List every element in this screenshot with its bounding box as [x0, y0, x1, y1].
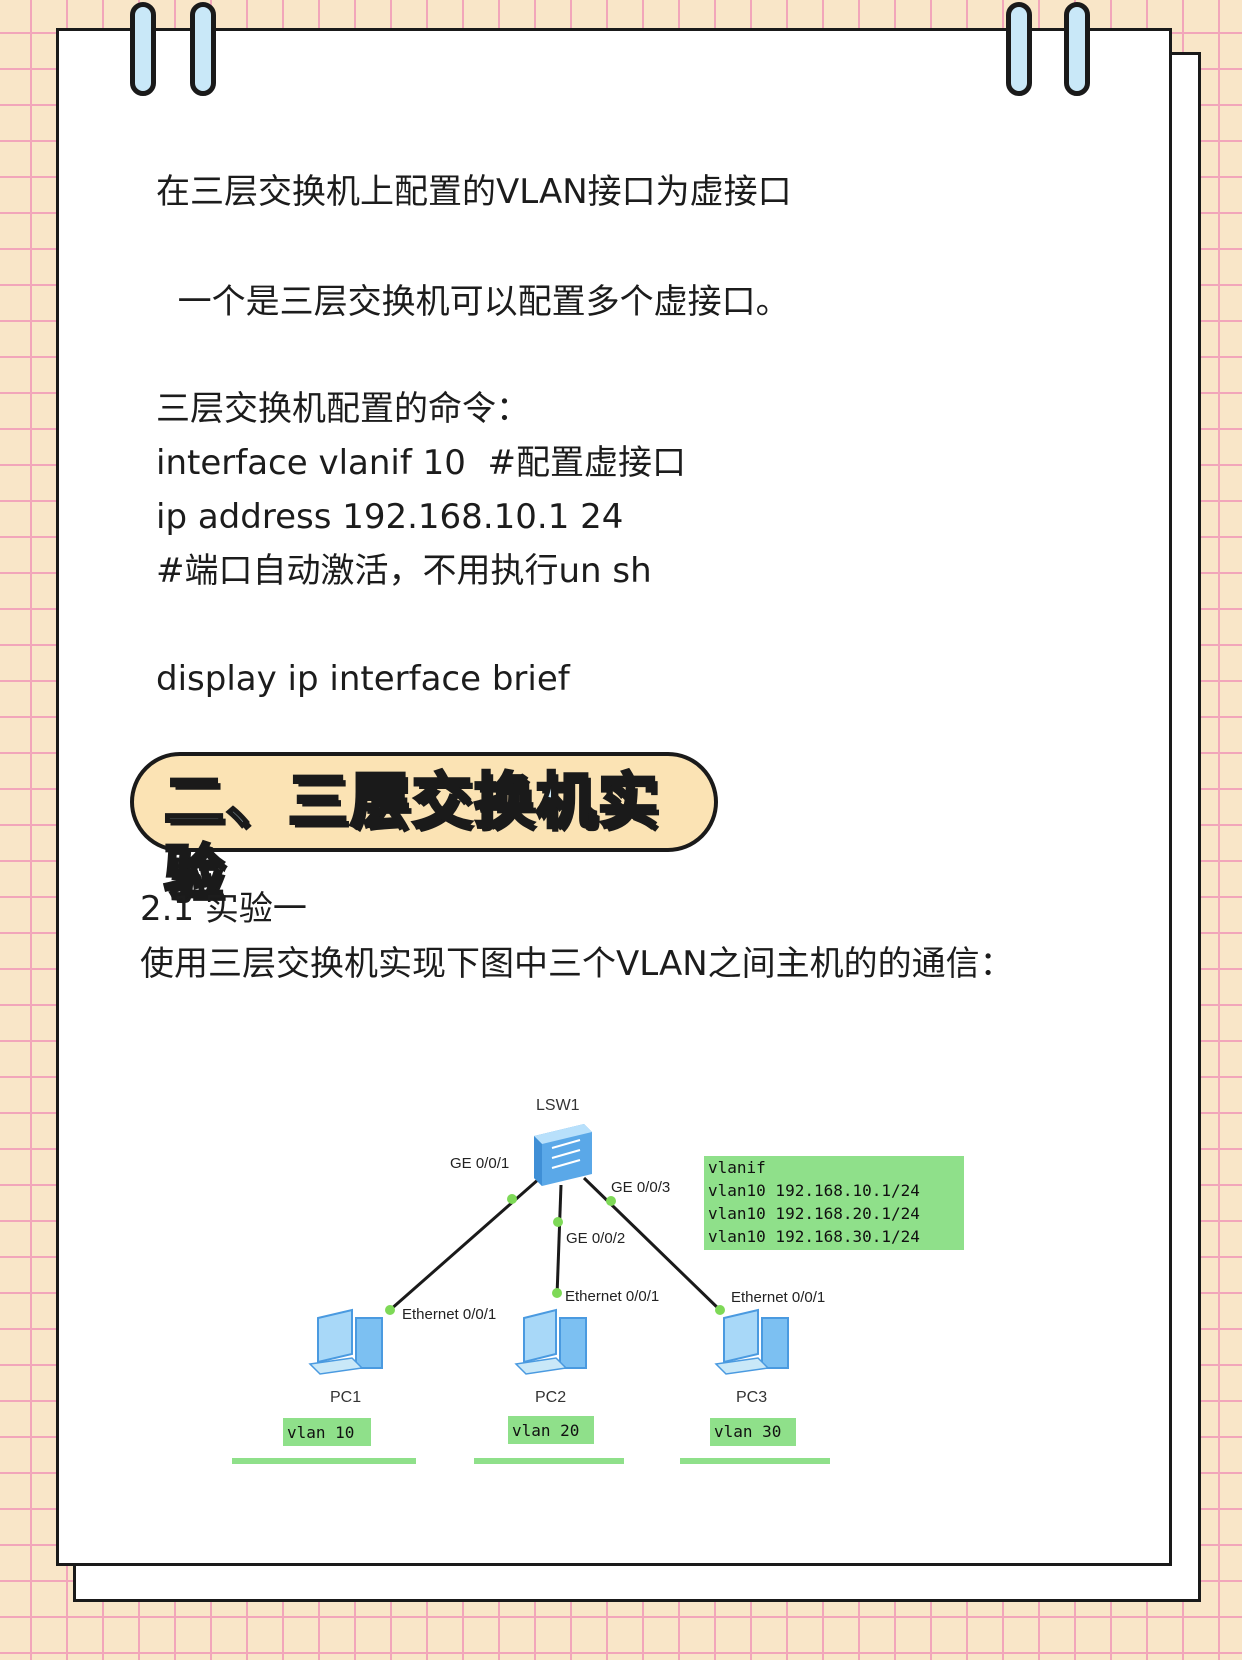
text-line-6: #端口自动激活，不用执行un sh: [156, 551, 652, 591]
computer-icon-pc2: [514, 1308, 587, 1375]
pc2-name: PC2: [535, 1389, 566, 1406]
subsection-description: 使用三层交换机实现下图中三个VLAN之间主机的的通信：: [140, 944, 1014, 984]
link-dot: [606, 1196, 616, 1206]
switch-port-2: GE 0/0/2: [566, 1230, 625, 1247]
text-line-1: 在三层交换机上配置的VLAN接口为虚接口: [156, 172, 792, 212]
binder-ring-2: [190, 2, 216, 96]
pc1-port: Ethernet 0/0/1: [402, 1306, 496, 1323]
pc3-name: PC3: [736, 1389, 767, 1406]
text-line-7: display ip interface brief: [156, 659, 570, 699]
pc1-ip-label-cropped: [232, 1458, 416, 1464]
pc2-vlan: vlan 20: [512, 1421, 579, 1440]
link-dot: [553, 1217, 563, 1227]
vlanif-config-box: [704, 1156, 964, 1250]
switch-port-3: GE 0/0/3: [611, 1179, 670, 1196]
switch-icon: [534, 1124, 592, 1186]
switch-name: LSW1: [536, 1097, 580, 1114]
link-pc1: [389, 1176, 541, 1312]
pc2-vlan-label: [508, 1416, 594, 1444]
pc3-vlan: vlan 30: [714, 1422, 781, 1441]
link-dot: [715, 1305, 725, 1315]
text-line-4: interface vlanif 10 #配置虚接口: [156, 443, 686, 483]
pc3-vlan-label: [710, 1418, 796, 1446]
vlanif-line-4: vlan10 192.168.30.1/24: [708, 1227, 920, 1246]
vlanif-line-3: vlan10 192.168.20.1/24: [708, 1204, 920, 1223]
text-line-5: ip address 192.168.10.1 24: [156, 497, 624, 537]
pc3-ip-label-cropped: [680, 1458, 830, 1464]
computer-icon-pc3: [714, 1308, 789, 1375]
vlanif-line-1: vlanif: [708, 1158, 766, 1177]
link-dot: [552, 1288, 562, 1298]
computer-icon-pc1: [308, 1308, 383, 1375]
link-pc2: [555, 1184, 563, 1297]
switch-port-1: GE 0/0/1: [450, 1155, 509, 1172]
section-heading: 二、三层交换机实验: [163, 766, 660, 911]
pc1-vlan: vlan 10: [287, 1423, 354, 1442]
binder-ring-1: [130, 2, 156, 96]
pc2-port: Ethernet 0/0/1: [565, 1288, 659, 1305]
link-dot: [507, 1194, 517, 1204]
vlanif-line-2: vlan10 192.168.10.1/24: [708, 1181, 920, 1200]
link-dot: [385, 1305, 395, 1315]
pc1-vlan-label: [283, 1418, 371, 1446]
pc2-ip-label-cropped: [474, 1458, 624, 1464]
text-line-2: 一个是三层交换机可以配置多个虚接口。: [156, 282, 790, 322]
subsection-title: 2.1 实验一: [140, 889, 307, 929]
text-line-3: 三层交换机配置的命令：: [156, 389, 530, 429]
binder-ring-4: [1064, 2, 1090, 96]
binder-ring-3: [1006, 2, 1032, 96]
section-heading-badge: 二、三层交换机实验: [130, 752, 718, 911]
pc1-name: PC1: [330, 1389, 361, 1406]
pc3-port: Ethernet 0/0/1: [731, 1289, 825, 1306]
